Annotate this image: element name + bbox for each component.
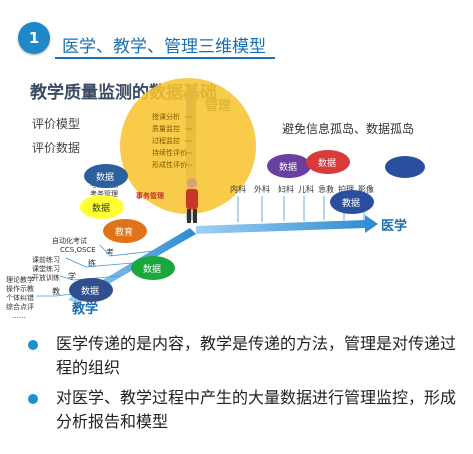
teaching-item: 开放训练 (32, 273, 60, 282)
teaching-item: 理论教学 (6, 275, 34, 284)
axis-label-medicine: 医学 (381, 218, 407, 234)
medicine-item: 儿科 (298, 184, 314, 194)
three-dimension-diagram: 教学质量监测的数据基础 评价模型 评价数据 管理 授课分析 质量监控 过程监控 … (6, 78, 425, 320)
management-circle (120, 78, 256, 214)
ellipse-node (306, 150, 350, 174)
medicine-item: 影像 (358, 184, 374, 194)
management-item: 质量监控 (152, 124, 180, 133)
teaching-level: 教 (52, 286, 60, 296)
ellipse-node (131, 256, 175, 280)
bullet-item: 对医学、教学过程中产生的大量数据进行管理监控，形成分析报告和模型 (28, 386, 458, 434)
management-item: 形成性评价 (152, 160, 187, 169)
ellipse-label: 数据 (143, 263, 161, 275)
small-node: 考务管理 (90, 189, 118, 198)
ellipse-label: 数据 (96, 171, 114, 183)
bullet-text: 医学传递的是内容，教学是传递的方法，管理是对传递过程的组织 (56, 334, 457, 377)
bullet-item: 医学传递的是内容，教学是传递的方法，管理是对传递过程的组织 (28, 332, 458, 380)
ellipse-node (385, 156, 425, 178)
medicine-item: 内科 (230, 184, 246, 194)
ellipse-node (103, 219, 147, 243)
ellipse-label: 数据 (279, 161, 297, 173)
ellipse-label: 数据 (81, 285, 99, 297)
teaching-item-sub: CCS,OSCE (60, 246, 96, 254)
management-item: 授课分析 (152, 112, 180, 121)
teaching-level: 练 (88, 258, 96, 268)
title-underline (55, 57, 275, 59)
bullet-list: 医学传递的是内容，教学是传递的方法，管理是对传递过程的组织 对医学、教学过程中产… (28, 332, 458, 440)
person-figure (186, 178, 198, 223)
event-management-label: 事务管理 (136, 191, 164, 200)
teaching-item: 课堂练习 (32, 264, 60, 273)
ellipse-node (80, 195, 124, 219)
ellipse-node (330, 190, 374, 214)
bullet-dot (28, 340, 38, 350)
bullet-dot (28, 394, 38, 404)
slide-title: 医学、教学、管理三维模型 (62, 37, 266, 57)
teaching-item: 自动化考试 (52, 236, 87, 245)
bullet-text: 对医学、教学过程中产生的大量数据进行管理监控，形成分析报告和模型 (56, 388, 457, 431)
teaching-item: 综合点评 (6, 302, 34, 311)
management-items: 授课分析 质量监控 过程监控 持续性评价 形成性评价 (152, 112, 187, 169)
isolated-note: 避免信息孤岛、数据孤岛 (282, 121, 414, 136)
ellipse-node (267, 154, 311, 178)
slide-number-badge: 1 (18, 22, 50, 54)
ellipse-label: 数据 (92, 202, 110, 214)
management-item: 持续性评价 (152, 148, 187, 157)
teaching-level: 学 (68, 271, 76, 281)
axis-label-teaching: 教学 (71, 301, 98, 317)
ellipse-label: 教据 (342, 197, 360, 209)
ellipse-label: 教育 (115, 226, 133, 238)
data-ellipses: 数据 数据 教育 数据 数据 数据 数据 教据 (69, 150, 425, 302)
management-item: 过程监控 (152, 136, 180, 145)
teaching-item: 个体纠错 (6, 293, 34, 302)
management-ticks (185, 116, 192, 166)
label-evaluation-model: 评价模型 (32, 117, 80, 131)
teaching-item: 操作示教 (6, 284, 34, 293)
medicine-item: 妇科 (278, 184, 294, 194)
medicine-axis (196, 215, 378, 234)
teaching-items: 自动化考试 CCS,OSCE 课前练习 课堂练习 开放训练 理论教学 操作示教 … (6, 236, 96, 320)
medicine-item: 护理 (338, 184, 354, 194)
teaching-item: 课前练习 (32, 255, 60, 264)
teaching-item: …… (12, 312, 26, 320)
teaching-brackets (36, 244, 163, 297)
teaching-level: 考 (106, 248, 114, 257)
medicine-items: 内科 外科 妇科 儿科 急救 护理 影像 (230, 184, 374, 194)
teaching-levels: 考 练 学 教 (52, 248, 114, 296)
label-evaluation-data: 评价数据 (32, 140, 80, 155)
medicine-item: 急救 (318, 184, 334, 194)
ellipse-label: 数据 (318, 157, 336, 169)
ellipse-node (69, 278, 113, 302)
medicine-item: 外科 (254, 184, 270, 194)
ellipse-node (84, 164, 128, 188)
